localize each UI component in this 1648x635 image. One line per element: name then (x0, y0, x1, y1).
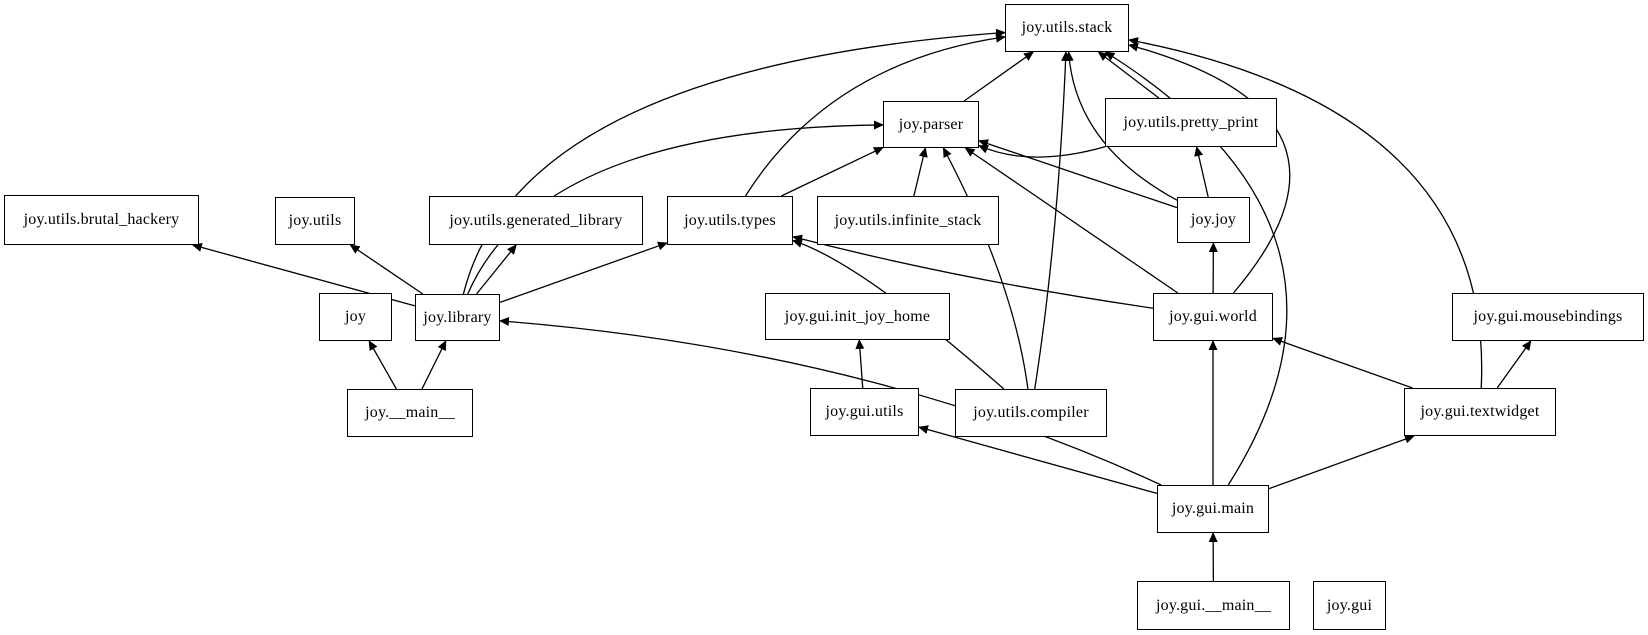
graph-node-joy-gui-utils: joy.gui.utils (810, 388, 919, 436)
graph-node-joy-utils-pretty-print: joy.utils.pretty_print (1105, 98, 1277, 147)
graph-node-joy-utils-stack: joy.utils.stack (1005, 4, 1129, 52)
edge-joy.joy-to-joy.utils.stack (1064, 51, 1178, 201)
edge-joy.__main__-to-joy (368, 340, 397, 390)
edge-joy.library-to-joy.parser (467, 120, 884, 295)
edge-joy.utils.types-to-joy.utils.stack (744, 33, 1006, 197)
graph-node-joy-utils: joy.utils (275, 197, 355, 245)
edge-joy.gui.world-to-joy.utils.stack (1128, 43, 1291, 294)
edge-joy.library-to-joy.utils (349, 244, 424, 295)
edge-joy.library-to-joy.utils.types (499, 241, 668, 303)
edge-joy.gui.world-to-joy.parser (964, 147, 1179, 294)
edge-joy.gui.textwidget-to-joy.gui.mousebindings (1496, 340, 1532, 389)
edge-joy.gui.main-to-joy.gui.textwidget (1268, 434, 1415, 490)
edge-joy.gui.main-to-joy.gui.utils (918, 425, 1158, 495)
graph-node-joy-utils-brutal-hackery: joy.utils.brutal_hackery (4, 195, 199, 245)
graph-node-joy-main: joy.__main__ (347, 389, 473, 437)
graph-node-joy: joy (319, 293, 392, 341)
graph-node-joy-gui-init-joy-home: joy.gui.init_joy_home (765, 293, 950, 340)
edge-joy.__main__-to-joy.library (421, 340, 447, 390)
edge-joy.utils.pretty_print-to-joy.utils.stack (1097, 51, 1160, 99)
edge-joy.gui.textwidget-to-joy.gui.world (1272, 337, 1413, 389)
graph-node-joy-gui-world: joy.gui.world (1153, 293, 1273, 341)
edge-joy.library-to-joy.utils.stack (462, 28, 1006, 295)
graph-node-joy-gui-mousebindings: joy.gui.mousebindings (1452, 293, 1644, 341)
edge-joy.gui.utils-to-joy.gui.init_joy_home (855, 339, 865, 389)
graph-node-joy-utils-generated-library: joy.utils.generated_library (429, 196, 643, 245)
graph-node-joy-gui: joy.gui (1313, 581, 1386, 630)
graph-node-joy-utils-infinite-stack: joy.utils.infinite_stack (817, 196, 999, 245)
graph-node-joy-utils-types: joy.utils.types (667, 196, 793, 245)
edge-joy.utils.compiler-to-joy.parser (942, 147, 1029, 390)
graph-node-joy-gui-main: joy.gui.__main__ (1137, 581, 1290, 630)
edge-joy.utils.infinite_stack-to-joy.parser (913, 147, 928, 197)
graph-node-joy-parser: joy.parser (883, 101, 979, 148)
edge-joy.parser-to-joy.utils.stack (963, 51, 1034, 102)
edge-joy.gui.world-to-joy.utils.types (792, 234, 1154, 309)
graph-node-joy-gui-textwidget: joy.gui.textwidget (1404, 388, 1556, 436)
edge-joy.gui.main-to-joy.library (499, 317, 1162, 486)
graph-node-joy-utils-compiler: joy.utils.compiler (955, 389, 1107, 437)
graph-node-joy-gui-main: joy.gui.main (1157, 485, 1269, 533)
edge-joy.utils.pretty_print-to-joy.parser (978, 144, 1106, 158)
graph-node-joy-joy: joy.joy (1177, 197, 1250, 243)
edge-joy.utils.compiler-to-joy.utils.types (792, 239, 1005, 390)
edge-joy.joy-to-joy.parser (978, 139, 1178, 209)
edge-joy.utils.compiler-to-joy.utils.stack (1034, 51, 1071, 390)
edge-joy.joy-to-joy.utils.pretty_print (1194, 146, 1209, 198)
edge-joy.library-to-joy.utils.generated_library (476, 244, 517, 295)
graph-node-joy-library: joy.library (415, 294, 500, 341)
edge-joy.utils.types-to-joy.parser (781, 146, 884, 197)
